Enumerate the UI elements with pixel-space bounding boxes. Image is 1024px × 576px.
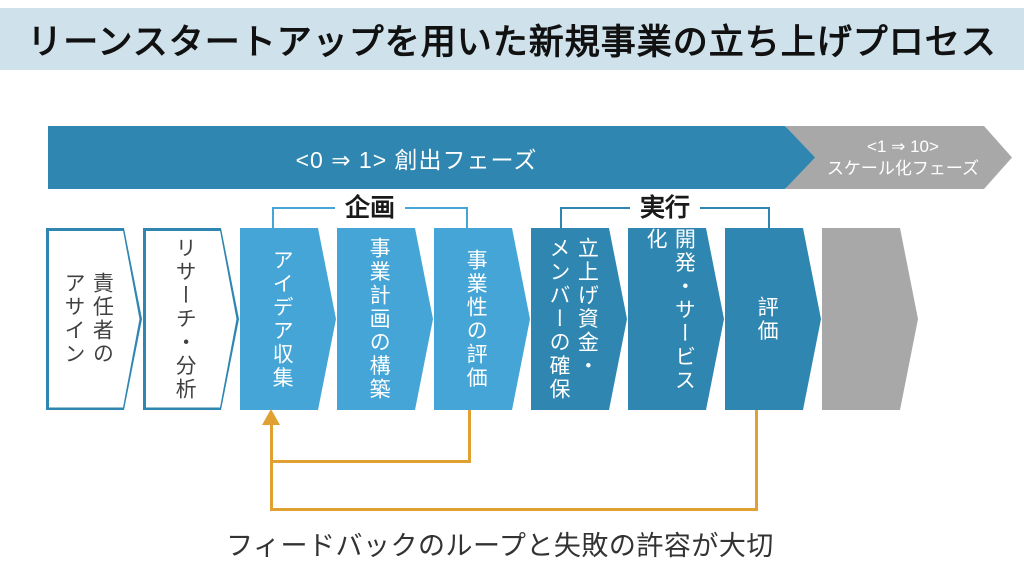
step-scale-placeholder	[822, 228, 918, 410]
chevron-shape	[240, 228, 336, 410]
scale-phase-label-line1: <1 ⇒ 10>	[867, 136, 939, 156]
chevron-shape	[46, 228, 142, 410]
execution-bracket: 実行	[560, 194, 770, 229]
feedback-line-return-vertical	[270, 424, 273, 511]
step-feasibility-evaluation: 事業性の評価	[434, 228, 530, 410]
chevron-shape	[143, 228, 239, 410]
chevron-shape	[628, 228, 724, 410]
step-funding-members: 立上げ資金・ メンバーの確保	[531, 228, 627, 410]
chevron-shape	[725, 228, 821, 410]
step-idea-collection-label: アイデア収集	[270, 248, 294, 390]
step-evaluation-label: 評価	[755, 295, 779, 343]
step-development-servicization-label: 開発・サービス化	[644, 228, 696, 393]
execution-bracket-label: 実行	[629, 194, 701, 223]
page-title: リーンスタートアップを用いた新規事業の立ち上げプロセス	[27, 22, 997, 62]
step-assign-owner: 責任者の アサイン	[46, 228, 142, 410]
chevron-shape	[337, 228, 433, 410]
step-business-plan-label: 事業計画の構築	[367, 236, 391, 402]
feedback-line-from-evaluation-horizontal	[270, 508, 758, 511]
slide-title-bar: リーンスタートアップを用いた新規事業の立ち上げプロセス	[0, 8, 1024, 70]
feedback-line-from-feasibility-vertical	[468, 410, 471, 463]
feedback-line-from-feasibility-horizontal	[270, 460, 471, 463]
feedback-arrow-up-icon	[262, 409, 280, 425]
step-idea-collection: アイデア収集	[240, 228, 336, 410]
step-evaluation: 評価	[725, 228, 821, 410]
feedback-line-from-evaluation-vertical	[755, 410, 758, 511]
scale-phase-label-line2: スケール化フェーズ	[826, 158, 980, 178]
scale-phase-arrow: <1 ⇒ 10> スケール化フェーズ	[786, 126, 1012, 189]
step-research-analysis-label: リサーチ・分析	[173, 236, 197, 402]
creation-phase-arrow: <0 ⇒ 1> 創出フェーズ	[48, 126, 815, 189]
step-assign-owner-label: 責任者の アサイン	[62, 272, 114, 366]
bottom-caption: フィードバックのループと失敗の許容が大切	[226, 531, 774, 561]
step-business-plan: 事業計画の構築	[337, 228, 433, 410]
chevron-shape	[434, 228, 530, 410]
step-funding-members-label: 立上げ資金・ メンバーの確保	[547, 236, 599, 402]
step-feasibility-evaluation-label: 事業性の評価	[464, 248, 488, 390]
creation-phase-label: <0 ⇒ 1> 創出フェーズ	[295, 146, 538, 173]
step-research-analysis: リサーチ・分析	[143, 228, 239, 410]
planning-bracket: 企画	[272, 194, 468, 229]
chevron-shape	[822, 228, 918, 410]
planning-bracket-label: 企画	[334, 194, 406, 223]
chevron-shape	[531, 228, 627, 410]
step-development-servicization: 開発・サービス化	[628, 228, 724, 410]
